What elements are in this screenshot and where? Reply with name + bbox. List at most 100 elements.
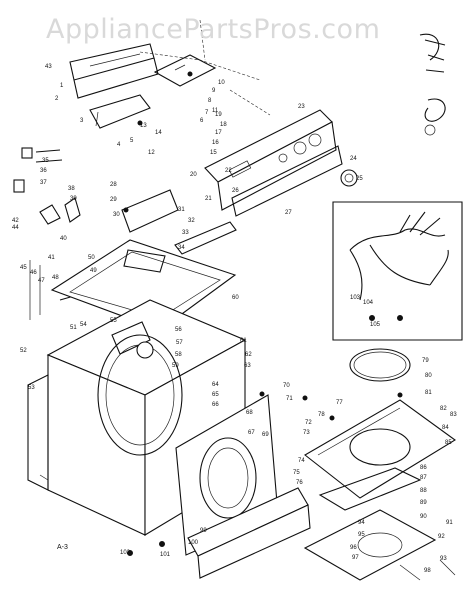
part-callout: 36 xyxy=(40,168,47,174)
part-callout: 92 xyxy=(438,534,445,540)
part-callout: 3 xyxy=(80,118,84,124)
part-callout: 60 xyxy=(232,295,239,301)
page-label: A-3 xyxy=(57,544,68,551)
part-callout: 37 xyxy=(40,180,47,186)
wires-top-right xyxy=(419,33,446,136)
part-callout: 5 xyxy=(130,138,134,144)
part-callout: 105 xyxy=(370,322,381,328)
part-callout: 76 xyxy=(296,480,303,486)
part-callout: 58 xyxy=(175,352,182,358)
part-callout: 30 xyxy=(113,212,120,218)
part-callout: 67 xyxy=(248,430,255,436)
part-callout: 59 xyxy=(172,363,179,369)
part-callout: 11 xyxy=(212,108,219,114)
part-callout: 101 xyxy=(160,552,171,558)
part-callout: 54 xyxy=(80,322,87,328)
part-callout: 24 xyxy=(350,156,357,162)
hardware-dots xyxy=(123,120,403,556)
part-callout: 50 xyxy=(88,255,95,261)
part-callout: 29 xyxy=(110,197,117,203)
part-callout: 100 xyxy=(188,540,199,546)
part-callout: 86 xyxy=(420,465,427,471)
part-callout: 12 xyxy=(148,150,155,156)
part-callout: 19 xyxy=(215,112,222,118)
drip-shield xyxy=(174,221,237,255)
part-callout: 46 xyxy=(30,270,37,276)
base-plate xyxy=(304,399,456,499)
part-callout: 41 xyxy=(48,255,55,261)
part-callout: 22 xyxy=(225,168,232,174)
part-callout: 68 xyxy=(246,410,253,416)
part-callout: 21 xyxy=(205,196,212,202)
part-callout: 13 xyxy=(140,123,147,129)
part-callout: 14 xyxy=(155,130,162,136)
part-callout: 56 xyxy=(175,327,182,333)
part-callout: 27 xyxy=(285,210,292,216)
part-callout: 39 xyxy=(70,196,77,202)
part-callout: 64 xyxy=(212,382,219,388)
part-callout: 31 xyxy=(178,207,185,213)
part-callout: 8 xyxy=(208,98,212,104)
part-callout: 6 xyxy=(200,118,204,124)
part-callout: 10 xyxy=(218,80,225,86)
part-callout: 95 xyxy=(358,532,365,538)
part-callout: 38 xyxy=(68,186,75,192)
part-callout: 93 xyxy=(440,556,447,562)
console-trim xyxy=(231,145,343,217)
part-callout: 78 xyxy=(318,412,325,418)
part-callout: 9 xyxy=(212,88,216,94)
part-callout: 33 xyxy=(182,230,189,236)
part-callout: 55 xyxy=(110,318,117,324)
part-callout: 84 xyxy=(442,425,449,431)
part-callout: 66 xyxy=(212,402,219,408)
part-callout: 104 xyxy=(363,300,374,306)
part-callout: 25 xyxy=(356,176,363,182)
part-callout: 16 xyxy=(212,140,219,146)
part-callout: 94 xyxy=(358,520,365,526)
control-knob xyxy=(340,169,358,187)
part-callout: 69 xyxy=(262,432,269,438)
part-callout: 74 xyxy=(298,458,305,464)
part-callout: 7 xyxy=(205,110,209,116)
part-callout: 81 xyxy=(425,390,432,396)
part-callout: 40 xyxy=(60,236,67,242)
part-callout: 26 xyxy=(232,188,239,194)
bracket xyxy=(89,94,151,129)
watermark: AppliancePartsPros.com xyxy=(46,14,381,45)
part-callout: 65 xyxy=(212,392,219,398)
part-callout: 43 xyxy=(45,64,52,70)
part-callout: 72 xyxy=(305,420,312,426)
part-callout: 47 xyxy=(38,278,45,284)
part-callout: 1 xyxy=(60,83,64,89)
mounting-bracket xyxy=(121,189,179,233)
part-callout: 88 xyxy=(420,488,427,494)
part-callout: 61 xyxy=(240,338,247,344)
part-callout: 62 xyxy=(245,352,252,358)
part-callout: 71 xyxy=(286,396,293,402)
part-callout: 4 xyxy=(117,142,121,148)
part-callout: 98 xyxy=(424,568,431,574)
part-callout: 44 xyxy=(12,225,19,231)
wire-harness-inset xyxy=(332,201,463,341)
part-callout: 34 xyxy=(178,245,185,251)
part-callout: 23 xyxy=(298,104,305,110)
part-callout: 18 xyxy=(220,122,227,128)
part-callout: 77 xyxy=(336,400,343,406)
part-callout: 42 xyxy=(12,218,19,224)
part-callout: 87 xyxy=(420,475,427,481)
bottom-trays xyxy=(303,467,437,581)
part-callout: 79 xyxy=(422,358,429,364)
kick-plate xyxy=(187,487,311,579)
part-callout: 70 xyxy=(283,383,290,389)
part-callout: 17 xyxy=(215,130,222,136)
part-callout: 15 xyxy=(210,150,217,156)
console-panel xyxy=(204,109,337,211)
part-callout: 73 xyxy=(303,430,310,436)
part-callout: 103 xyxy=(350,295,361,301)
part-callout: 35 xyxy=(42,158,49,164)
part-callout: 91 xyxy=(446,520,453,526)
part-callout: 90 xyxy=(420,514,427,520)
part-callout: 53 xyxy=(28,385,35,391)
part-callout: 80 xyxy=(425,373,432,379)
